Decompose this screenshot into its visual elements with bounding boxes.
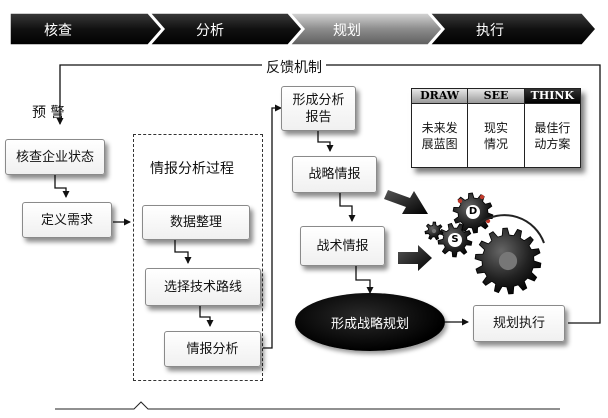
- chevron-check: [9, 12, 163, 46]
- route-to-analysis-arrow: [199, 306, 214, 327]
- big-arrow-upper: [384, 190, 428, 214]
- legend-head-see: SEE: [468, 89, 524, 104]
- report-to-strategic-arrow: [317, 131, 334, 152]
- legend-head-draw: DRAW: [412, 89, 468, 104]
- legend-column-draw: DRAW 未来发 展蓝图: [412, 89, 469, 167]
- gear-letter-d: D: [466, 205, 480, 219]
- legend-body-see: 现实 情况: [483, 120, 508, 151]
- intelligence-analysis-box: 情报分析: [164, 331, 261, 367]
- analysis-process-title: 情报分析过程: [150, 161, 234, 177]
- arrange-to-route-arrow: [174, 240, 192, 264]
- chevron-execute: [428, 12, 597, 46]
- chevron-analyze: [148, 12, 303, 46]
- data-arrangement-box: 数据整理: [142, 205, 250, 240]
- legend-body-draw: 未来发 展蓝图: [421, 120, 458, 151]
- chevron-label-check: 核查: [44, 23, 72, 39]
- gear-small-hub: [431, 228, 437, 234]
- strategic-to-tactical-arrow: [339, 193, 356, 222]
- feedback-mechanism-label: 反馈机制: [262, 57, 326, 77]
- form-strategic-plan-ellipse: 形成战略规划: [295, 293, 445, 351]
- chevron-label-plan: 规划: [333, 23, 361, 39]
- legend-head-think: THINK: [524, 89, 580, 104]
- process-chevron-bar: [9, 12, 597, 46]
- plan-execution-box: 规划执行: [473, 305, 565, 342]
- select-technical-route-box: 选择技术路线: [145, 268, 261, 306]
- chevron-plan: [288, 12, 443, 46]
- analysis-to-report-arrow: [263, 104, 282, 349]
- form-analysis-report-box: 形成分析 报告: [281, 86, 356, 131]
- gears-illustration: [424, 192, 545, 295]
- legend-body-think: 最佳行 动方案: [534, 120, 571, 151]
- legend-column-think: THINK 最佳行 动方案: [524, 89, 580, 167]
- early-warning-label: 预 警: [32, 105, 65, 121]
- big-arrow-lower: [398, 245, 432, 271]
- chevron-label-analyze: 分析: [196, 23, 224, 39]
- check-enterprise-status-box: 核查企业状态: [5, 139, 105, 175]
- feedback-loop-line: [56, 64, 601, 324]
- strategic-intelligence-box: 战略情报: [292, 156, 377, 193]
- analysis-process-frame: [133, 134, 263, 381]
- tactical-intelligence-box: 战术情报: [300, 226, 385, 266]
- gear-accent-1: [479, 194, 485, 200]
- gear-accent-0: [457, 198, 463, 204]
- gear-large-hub: [498, 251, 518, 271]
- check-to-define-arrow: [54, 175, 70, 198]
- gear-motion-arc: [479, 214, 545, 244]
- gear-letter-s: S: [448, 233, 462, 247]
- bottom-rule: [55, 401, 560, 410]
- tactical-to-plan-arrow: [355, 266, 374, 294]
- define-needs-box: 定义需求: [22, 202, 112, 238]
- chevron-label-execute: 执行: [476, 23, 504, 39]
- legend-column-see: SEE 现实 情况: [468, 89, 525, 167]
- draw-see-think-table: DRAW 未来发 展蓝图 SEE 现实 情况 THINK 最佳行 动方案: [411, 88, 581, 168]
